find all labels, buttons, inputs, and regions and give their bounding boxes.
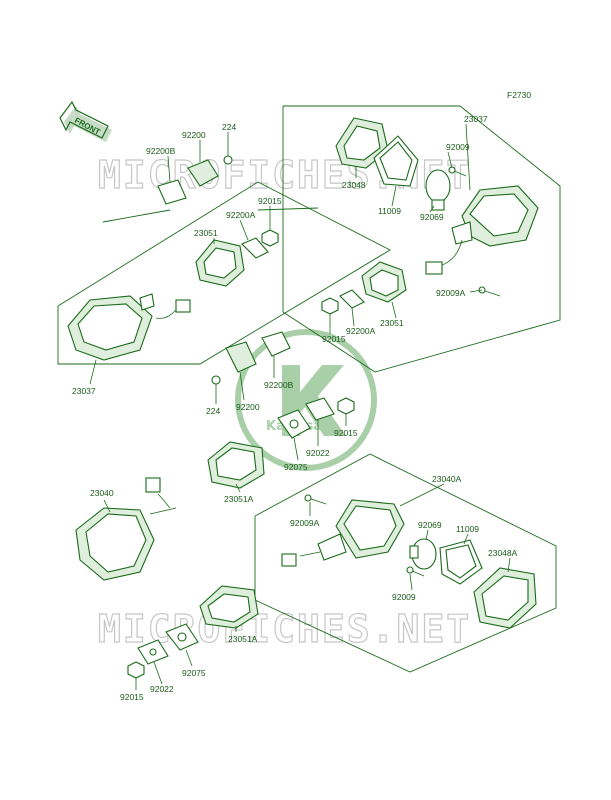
label-92069-bottom: 92069 [418, 520, 442, 530]
label-92069-top: 92069 [420, 212, 444, 222]
part-labels: 23037 92009 23048 11009 92069 92009A 230… [72, 114, 518, 702]
screw-92009-top [448, 166, 467, 177]
label-23051-left: 23051 [194, 228, 218, 238]
label-92009a-bottom: 92009A [290, 518, 320, 528]
screw-92009a-bottom [304, 494, 327, 505]
washer-92022-bottom [137, 639, 169, 665]
grommet-92075-center [277, 409, 311, 439]
label-92015-center: 92015 [334, 428, 358, 438]
label-92075-center: 92075 [284, 462, 308, 472]
label-92015-left: 92015 [258, 196, 282, 206]
washer-92200a-left [241, 237, 269, 259]
nut-92015-center [337, 397, 355, 415]
label-224-left: 224 [222, 122, 236, 132]
housing-23037-left [67, 293, 191, 361]
label-92022-center: 92022 [306, 448, 330, 458]
bolt-224-mid [211, 375, 221, 385]
label-23048a: 23048A [488, 548, 518, 558]
washer-92022-center [305, 397, 335, 421]
socket-23051-right [361, 261, 407, 303]
housing-23040a-bottom [281, 499, 405, 567]
bracket-92200-mid [225, 341, 257, 373]
figure-code: F2730 [507, 90, 531, 100]
label-92200-left: 92200 [182, 130, 206, 140]
label-23051-right: 23051 [380, 318, 404, 328]
label-92009-top: 92009 [446, 142, 470, 152]
nut-92015-bottom [127, 661, 145, 679]
bracket-92200-left [187, 159, 219, 187]
label-23040a: 23040A [432, 474, 462, 484]
label-92009-bottom: 92009 [392, 592, 416, 602]
screw-92009-bottom [406, 566, 425, 577]
label-23051a-center: 23051A [224, 494, 254, 504]
lens-23048a-bottom [473, 567, 537, 629]
leader-lines [89, 123, 511, 690]
washer-92200a-right [339, 289, 365, 309]
frame-top-right [282, 105, 561, 373]
label-92015-bottom: 92015 [120, 692, 144, 702]
label-92200-mid: 92200 [236, 402, 260, 412]
bracket-92200b-mid [261, 331, 291, 357]
label-92200b-mid: 92200B [264, 380, 294, 390]
socket-23051a-center [207, 441, 265, 489]
socket-23051a-bottom [199, 585, 259, 629]
nut-92015-left [261, 229, 279, 247]
label-11009-bottom: 11009 [456, 524, 479, 534]
socket-23051-left [195, 239, 245, 287]
label-92022-bottom: 92022 [150, 684, 174, 694]
grommet-92075-bottom [165, 623, 199, 651]
label-23051a-bottom: 23051A [228, 634, 258, 644]
label-92075-bottom: 92075 [182, 668, 206, 678]
label-92200a-left: 92200A [226, 210, 256, 220]
nut-92015-mid [321, 297, 339, 315]
bulb-92069-top [425, 169, 451, 211]
label-23037-top: 23037 [464, 114, 488, 124]
label-92200a-right: 92200A [346, 326, 376, 336]
bulb-92069-bottom [409, 538, 437, 570]
label-23048-top: 23048 [342, 180, 366, 190]
label-11009-top: 11009 [378, 206, 401, 216]
label-92009a-top: 92009A [436, 288, 466, 298]
lens-23048-top [335, 117, 389, 169]
housing-23040-left [75, 477, 177, 581]
gasket-11009-top [373, 135, 419, 187]
bolt-224-left [223, 155, 233, 165]
label-23040-left: 23040 [90, 488, 114, 498]
housing-23037-top [425, 185, 539, 275]
label-92015-mid: 92015 [322, 334, 346, 344]
gasket-11009-bottom [439, 539, 483, 585]
label-224-mid: 224 [206, 406, 220, 416]
label-23037-left: 23037 [72, 386, 96, 396]
screw-92009a-top [478, 286, 501, 297]
bracket-92200b-left [157, 179, 187, 205]
frame-left [57, 181, 391, 365]
front-arrow-icon: FRONT [59, 100, 112, 142]
label-92200b-left: 92200B [146, 146, 176, 156]
